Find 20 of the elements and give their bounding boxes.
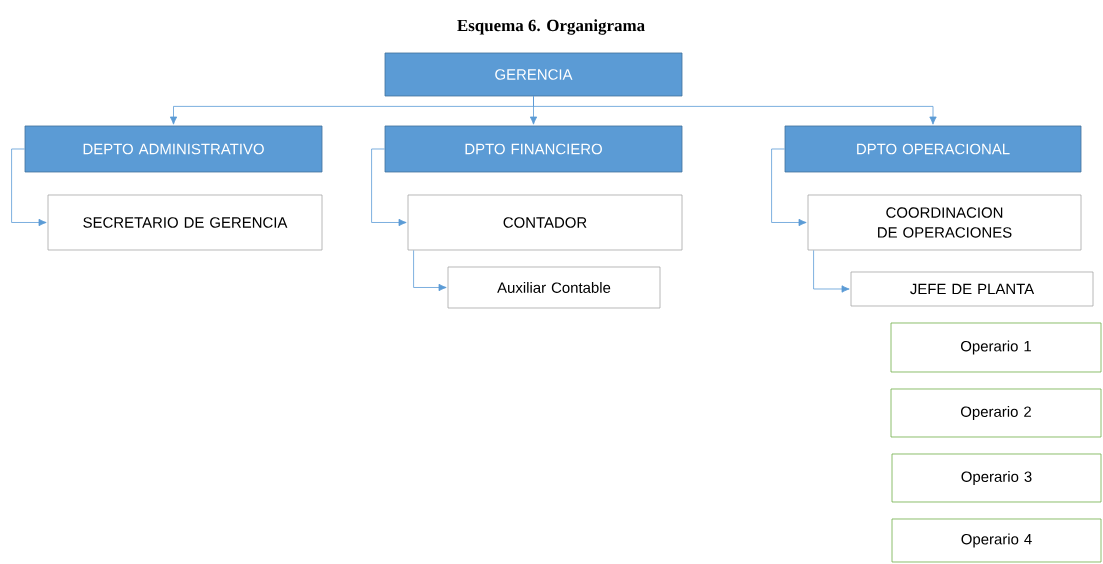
connector-arrow (533, 96, 937, 125)
department-box: DEPTO ADMINISTRATIVO (24, 125, 323, 173)
connector-arrow (11, 148, 47, 227)
connector-arrow (813, 250, 850, 293)
worker-box: Operario 1 (890, 322, 1102, 373)
connector-arrow (771, 148, 807, 227)
position-box: SECRETARIO DE GERENCIA (47, 194, 323, 251)
position-box: Auxiliar Contable (447, 266, 661, 309)
worker-box: Operario 3 (891, 453, 1102, 503)
department-box: GERENCIA (384, 52, 683, 97)
position-box: JEFE DE PLANTA (850, 271, 1094, 307)
connector-arrow (413, 250, 447, 292)
title: Esquema 6. Organigrama (457, 19, 645, 35)
position-box: CONTADOR (407, 194, 683, 251)
department-box: DPTO FINANCIERO (384, 125, 683, 173)
position-box: COORDINACION DE OPERACIONES (807, 194, 1082, 251)
worker-box: Operario 4 (891, 518, 1102, 563)
worker-box: Operario 2 (890, 388, 1102, 438)
connector-arrow (371, 148, 407, 227)
department-box: DPTO OPERACIONAL (784, 125, 1082, 173)
